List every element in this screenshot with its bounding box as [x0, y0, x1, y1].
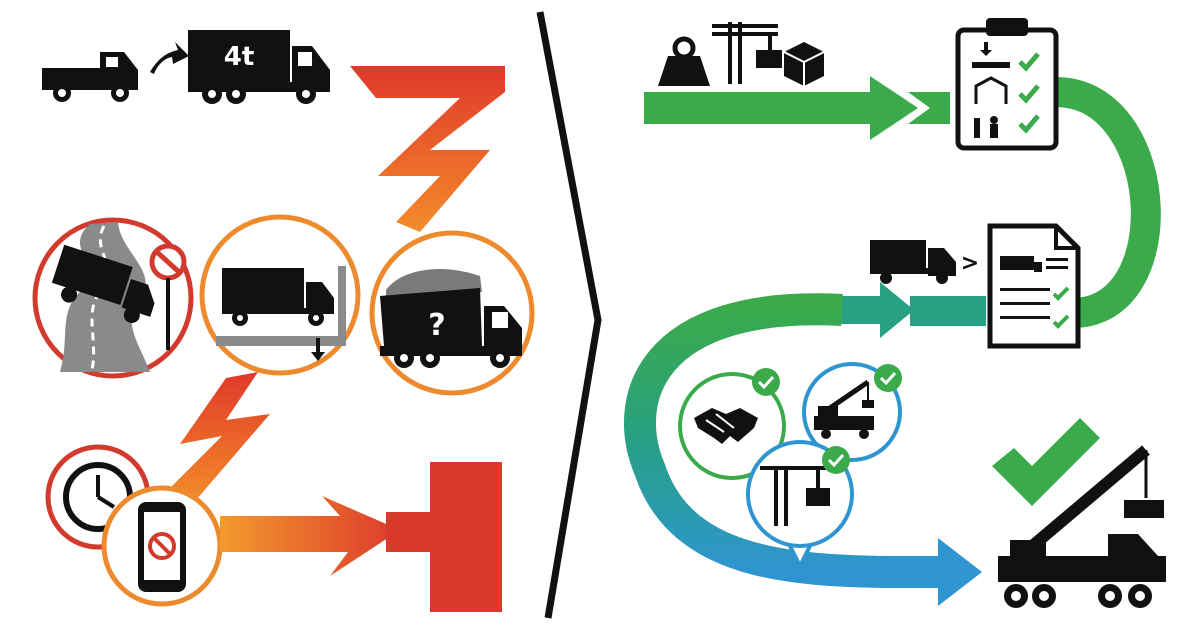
- small-truck-icon: [42, 52, 138, 102]
- unknown-load-truck-icon: [380, 288, 522, 368]
- zigzag-warning-arrow-top: [350, 66, 505, 232]
- success-check-icon: [992, 418, 1100, 506]
- mobile-crane-bubble: [802, 362, 902, 462]
- tower-crane-bubble: [746, 440, 854, 571]
- comparison-symbol: >: [961, 251, 979, 276]
- right-solution-panel: >: [624, 18, 1166, 608]
- flow-curve-right: [1054, 77, 1161, 328]
- winding-road-ring: [32, 217, 194, 379]
- zigzag-warning-arrow-horizontal: [220, 496, 400, 576]
- flow-arrow-bottom: [880, 538, 982, 606]
- flow-curve-left: [624, 293, 901, 588]
- chevron-divider: [536, 11, 602, 619]
- flow-arrow-top: [644, 76, 918, 140]
- zigzag-warning-arrow-bottom: [172, 372, 270, 500]
- blocked-end-icon: [386, 462, 502, 612]
- loading-dock-ring: [199, 214, 361, 376]
- unknown-load-symbol: ?: [428, 308, 445, 343]
- small-truck-icon: [870, 240, 956, 284]
- crane-truck-icon: [998, 445, 1166, 608]
- flow-arrow-middle: [910, 296, 986, 326]
- left-problem-panel: 4t: [32, 30, 535, 612]
- flow-arrow-top-tail: [908, 92, 950, 124]
- handshake-bubble: [678, 368, 786, 480]
- truck-capacity-label: 4t: [224, 42, 255, 72]
- document-checklist-icon: [987, 223, 1081, 349]
- tower-crane-load-icon: [760, 466, 830, 526]
- clipboard-checklist-icon: [955, 18, 1059, 151]
- upgrade-arrow-icon: [150, 42, 189, 74]
- tower-crane-icon: [712, 22, 782, 84]
- tilted-truck-icon: [51, 244, 155, 324]
- handshake-icon: [694, 408, 758, 444]
- unknown-load-ring: ?: [369, 230, 535, 396]
- box-icon: [783, 42, 825, 86]
- phone-ring: [101, 485, 223, 607]
- large-truck-icon: [188, 30, 330, 104]
- phone-no-signal-icon: [138, 502, 186, 592]
- flow-arrow-middle-head: [836, 282, 914, 338]
- mobile-crane-icon: [814, 379, 874, 439]
- no-entry-icon: [149, 243, 187, 350]
- loading-dock-truck-icon: [222, 268, 334, 326]
- weight-icon: [658, 36, 710, 86]
